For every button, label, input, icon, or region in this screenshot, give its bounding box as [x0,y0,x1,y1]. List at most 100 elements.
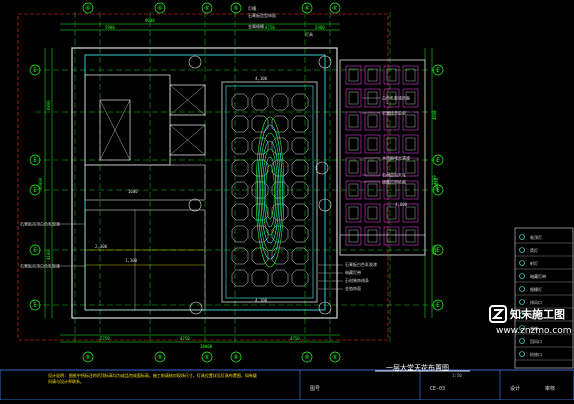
grid-bubble-top-label: ⑥ [233,5,238,12]
notes-text: 图纸中所标注的吊顶标高均为成品完成面标高，施工前请核对现场尺寸，灯具位置详见灯具… [48,373,257,384]
title-block-cell: 审核 [545,385,555,392]
coffer-inner [367,137,378,151]
coffer-cell [364,65,381,85]
dim-left-sub-label: 6800 [46,100,51,110]
grid-bubble-bottom-label: ⑥ [85,354,90,361]
corridor [84,164,206,201]
column [188,55,202,69]
oval-ring [257,124,283,260]
octagon-tile [291,137,309,155]
coffer-cell [345,226,362,246]
grid-bubble-bottom-label: ⑥ [204,354,209,361]
coffer-inner [405,91,416,105]
coffer-bottom-band [339,234,426,256]
coffer-inner [386,206,397,220]
coffer-inner [348,91,359,105]
octagon-tile [271,137,289,155]
coffer-cell [364,203,381,223]
grid-bubble-bottom [82,351,94,363]
legend-symbol [519,234,525,240]
octagon-tile [231,203,249,221]
octagon-tile [271,247,289,265]
legend-symbol [519,312,525,318]
column [318,198,332,212]
coffer-cell [383,157,400,177]
callout-left: 石膏板吊顶白色乳胶漆 [20,263,60,269]
grid-bubble-bottom [230,351,242,363]
outer-wall [71,47,338,319]
dim-right-span: 16000 [434,177,439,190]
octagon-tile [231,225,249,243]
coffer-inner [405,160,416,174]
dim-right-sub-label: 4100 [432,245,437,255]
dim-misc: 2,300 [95,244,108,249]
coffer-cell [402,226,419,246]
grid-bubble-right-label: E [436,247,440,254]
legend-symbol [519,273,525,279]
coffer-inner [405,183,416,197]
octagon-tile [271,93,289,111]
coffer-cell [402,134,419,154]
column [188,198,202,212]
callout-left: 石膏板吊顶白色乳胶漆 [20,221,60,227]
legend-label: 暗藏灯带 [530,273,546,279]
dim-bottom-span: 18000 [200,344,213,349]
lift-x [169,84,206,116]
oval-ring [255,116,285,268]
legend-label: 检修口 [530,351,542,357]
octagon-tile [251,247,269,265]
legend-label: 格栅灯 [530,286,542,292]
coffer-cell [383,111,400,131]
coffer-cell [345,111,362,131]
lift-car-3 [169,124,206,156]
octagon-tile [231,137,249,155]
legend-symbol [519,286,525,292]
grid-bubble-left [29,64,41,76]
octagon-tile [271,115,289,133]
callout-right: 木饰面哑光清漆 [382,155,410,161]
legend-symbol [519,338,525,344]
grid-bubble-top [201,2,213,14]
legend-label: 回风口 [530,339,542,344]
callout-mid: 暗藏灯带 [345,269,361,275]
outer-boundary [17,13,389,341]
dim-bottom-sub-label: 2750 [100,336,110,341]
lower-room [84,209,206,311]
octagon-tile [291,115,309,133]
dim-right-sub-label: 3700 [432,175,437,185]
dim-left-span: 16000 [38,177,43,190]
grid-bubble-right [432,154,444,166]
grid-bubble-bottom-label: ⑥ [304,354,309,361]
grid-bubble-left-label: E [33,247,37,254]
coffer-inner [367,229,378,243]
callout-top: 石膏板造型饰面 [248,12,276,18]
watermark: 知末施工图 www.znzmo.com [486,302,571,344]
coffer-inner [367,114,378,128]
callout-top: 金属格栅 [248,23,264,29]
coffer-inner [367,183,378,197]
grid-bubble-right-label: E [436,67,440,74]
grid-bubble-top [154,2,166,14]
octagon-tile [291,269,309,287]
grid-bubble-left-label: E [33,67,37,74]
grid-bubble-top-label: ⑥ [332,5,337,12]
dim-top-span: 9000 [145,18,155,23]
oval-ring [258,132,282,252]
coffer-cell [402,157,419,177]
coffer-cell [402,88,419,108]
legend-symbol [519,351,525,357]
coffer-inner [386,91,397,105]
dim-top-sub-label: 5900 [105,25,115,30]
octagon-tile [271,269,289,287]
logo-icon [489,305,507,323]
octagon-tile [231,159,249,177]
grid-bubble-left-label: E [33,157,37,164]
coffer-inner [348,68,359,82]
coffer-cell [402,203,419,223]
coffer-cell [364,111,381,131]
coffer-inner [348,229,359,243]
coffer-cell [383,226,400,246]
coffer-cell [383,88,400,108]
dim-bottom-sub-label: 4750 [290,336,300,341]
grid-bubble-right [432,184,444,196]
